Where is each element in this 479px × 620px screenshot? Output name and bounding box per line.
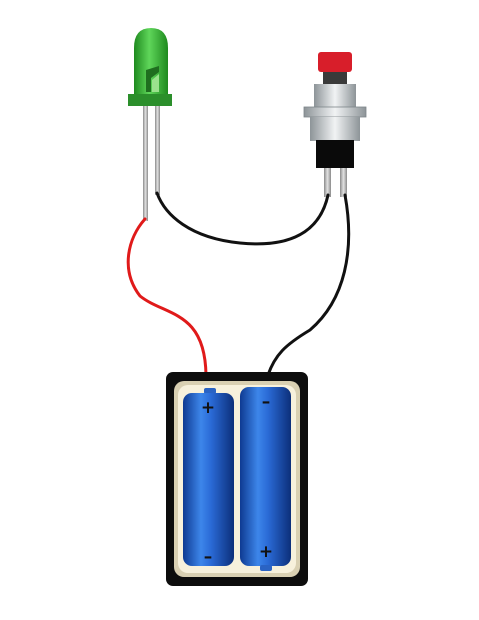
switch-terminal-left xyxy=(324,168,331,197)
push-button-switch xyxy=(303,52,367,197)
led-anvil xyxy=(146,66,159,92)
battery-cell-right: – + xyxy=(240,387,291,571)
switch-base xyxy=(316,140,354,168)
switch-cap xyxy=(318,52,352,72)
battery-cell-right-body xyxy=(240,387,291,566)
led-post xyxy=(152,74,159,92)
led-dome xyxy=(134,28,168,95)
battery-cell-left-body xyxy=(183,393,234,566)
battery-cell-right-nub xyxy=(260,565,272,571)
switch-flange xyxy=(303,106,367,118)
led-rim xyxy=(128,94,172,106)
battery-cell-left-bottom-sign: – xyxy=(204,547,213,567)
battery-cell-right-bottom-sign: + xyxy=(259,542,273,562)
switch-stem xyxy=(323,72,347,84)
led-leg-right xyxy=(155,103,160,195)
wire-led-to-switch xyxy=(155,191,330,246)
led-leg-left xyxy=(143,103,148,221)
wire-led-to-battery-positive xyxy=(126,217,208,377)
switch-terminal-right xyxy=(340,168,347,197)
battery-cell-left: + – xyxy=(183,388,234,567)
wire-switch-to-battery xyxy=(266,193,351,377)
switch-collar xyxy=(314,84,356,108)
wires xyxy=(126,191,351,377)
battery-cell-right-top-sign: – xyxy=(262,392,271,412)
led xyxy=(128,28,172,221)
battery-cell-left-nub xyxy=(204,388,216,394)
battery-cell-left-top-sign: + xyxy=(201,398,215,418)
switch-neck xyxy=(310,117,360,141)
battery-holder: + – – + xyxy=(166,372,308,586)
